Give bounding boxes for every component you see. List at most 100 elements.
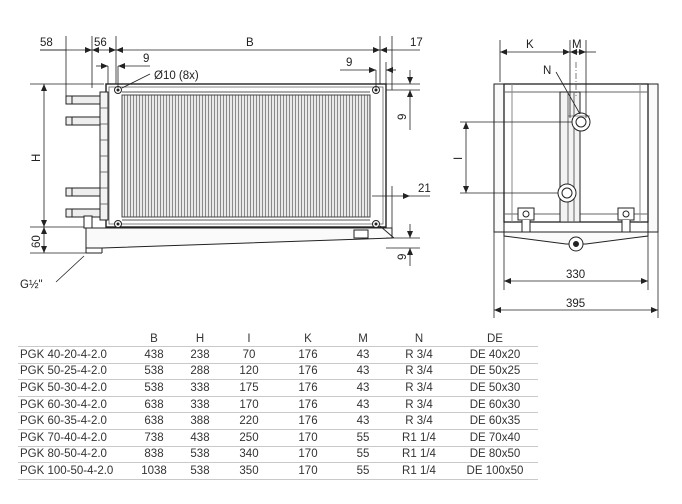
dim-k: K: [526, 39, 534, 51]
dim-9-bottom: 9: [397, 254, 409, 260]
header-k: K: [304, 333, 312, 345]
front-view: [65, 83, 395, 254]
dim-17: 17: [410, 37, 423, 49]
cell-n: R 3/4: [405, 415, 433, 428]
table-row: PGK 60-35-4-2.0 638 388 220 176 43 R 3/4…: [18, 412, 538, 430]
header-de: DE: [487, 333, 503, 345]
technical-drawing: 58 56 B 17 9 Ø10 (8x) 9 9 H 21 60 9 G½": [20, 36, 659, 318]
side-flange-right: [647, 83, 659, 233]
cell-h: 438: [190, 431, 210, 444]
cell-k: 170: [298, 464, 318, 477]
dim-h: H: [31, 154, 43, 162]
table-header-row: B H I K M N DE: [18, 332, 538, 347]
cell-model: PGK 70-40-4-2.0: [20, 431, 107, 444]
cell-k: 176: [298, 348, 318, 361]
cell-de: DE 50x25: [469, 365, 521, 378]
dim-9-top-right: 9: [346, 57, 352, 69]
dim-330: 330: [566, 269, 585, 281]
header-h: H: [195, 333, 205, 345]
table-row: PGK 100-50-4-2.0 1038 538 350 170 55 R1 …: [18, 462, 538, 480]
drain-tray: [85, 227, 393, 249]
dim-i: I: [453, 157, 465, 160]
cell-h: 288: [190, 365, 210, 378]
cell-i: 220: [239, 415, 259, 428]
side-dimensions: [460, 40, 659, 318]
cell-i: 350: [239, 464, 259, 477]
dim-9-top-left: 9: [143, 53, 149, 65]
cell-de: DE 80x50: [469, 448, 521, 461]
table-row: PGK 60-30-4-2.0 638 338 170 176 43 R 3/4…: [18, 396, 538, 413]
cell-de: DE 40x20: [469, 348, 521, 361]
cell-h: 388: [190, 415, 210, 428]
cell-h: 538: [190, 464, 210, 477]
side-flange-left: [493, 83, 505, 233]
side-labels: K M N I 330 395: [453, 39, 585, 310]
dim-b: B: [246, 37, 254, 49]
cell-m: 43: [356, 415, 370, 428]
cell-n: R 3/4: [405, 381, 433, 394]
cell-b: 538: [144, 381, 164, 394]
header-m: M: [358, 333, 368, 345]
header-b: B: [150, 333, 158, 345]
thread-note: G½": [20, 279, 43, 291]
dim-m: M: [572, 39, 582, 51]
dim-21: 21: [418, 183, 431, 195]
cell-model: PGK 50-30-4-2.0: [20, 381, 107, 394]
cell-de: DE 60x30: [469, 398, 521, 411]
dimensions-table: B H I K M N DE PGK 40-20-4-2.0 438 238 7…: [18, 332, 538, 480]
dim-9-side: 9: [397, 114, 409, 120]
cell-i: 175: [239, 381, 259, 394]
hole-note: Ø10 (8x): [154, 70, 199, 82]
cell-de: DE 100x50: [466, 464, 524, 477]
cell-m: 55: [356, 431, 370, 444]
table-row: PGK 80-50-4-2.0 838 538 340 170 55 R1 1/…: [18, 446, 538, 463]
dim-56: 56: [94, 37, 107, 49]
cell-m: 43: [356, 365, 370, 378]
cell-i: 170: [239, 398, 259, 411]
cell-b: 538: [144, 365, 164, 378]
cell-n: R 3/4: [405, 398, 433, 411]
cell-h: 538: [190, 448, 210, 461]
cell-model: PGK 100-50-4-2.0: [20, 464, 114, 477]
cell-k: 170: [298, 431, 318, 444]
dim-60: 60: [31, 235, 43, 248]
cell-model: PGK 80-50-4-2.0: [20, 448, 107, 461]
header-i: I: [247, 333, 251, 345]
table-row: PGK 70-40-4-2.0 738 438 250 170 55 R1 1/…: [18, 429, 538, 446]
cell-b: 438: [144, 348, 164, 361]
header-model: [18, 332, 130, 347]
cell-i: 120: [239, 365, 259, 378]
cell-m: 55: [356, 448, 370, 461]
fin-block: [121, 94, 371, 218]
front-labels: 58 56 B 17 9 Ø10 (8x) 9 9 H 21 60 9 G½": [20, 37, 431, 291]
cell-h: 338: [190, 398, 210, 411]
cell-n: R 3/4: [405, 348, 433, 361]
cell-m: 43: [356, 398, 370, 411]
cell-model: PGK 40-20-4-2.0: [20, 348, 107, 361]
side-view: [493, 62, 659, 252]
cell-i: 250: [239, 431, 259, 444]
cell-i: 70: [242, 348, 256, 361]
cell-n: R1 1/4: [402, 464, 436, 477]
cell-b: 638: [144, 415, 164, 428]
cell-n: R1 1/4: [402, 431, 436, 444]
cell-i: 340: [239, 448, 259, 461]
dim-395: 395: [566, 298, 585, 310]
cell-model: PGK 60-30-4-2.0: [20, 398, 107, 411]
cell-m: 55: [356, 464, 370, 477]
table-row: PGK 50-25-4-2.0 538 288 120 176 43 R 3/4…: [18, 363, 538, 380]
cell-k: 170: [298, 448, 318, 461]
front-dimensions: [30, 36, 430, 283]
cell-b: 1038: [141, 464, 167, 477]
pipe-connections: [65, 95, 101, 218]
cell-m: 43: [356, 348, 370, 361]
cell-h: 338: [190, 381, 210, 394]
cell-n: R 3/4: [405, 365, 433, 378]
cell-de: DE 50x30: [469, 381, 521, 394]
cell-k: 176: [298, 398, 318, 411]
table-row: PGK 40-20-4-2.0 438 238 70 176 43 R 3/4 …: [18, 346, 538, 364]
cell-k: 176: [298, 365, 318, 378]
cell-h: 238: [190, 348, 210, 361]
header-n: N: [414, 333, 424, 345]
cell-de: DE 70x40: [469, 431, 521, 444]
